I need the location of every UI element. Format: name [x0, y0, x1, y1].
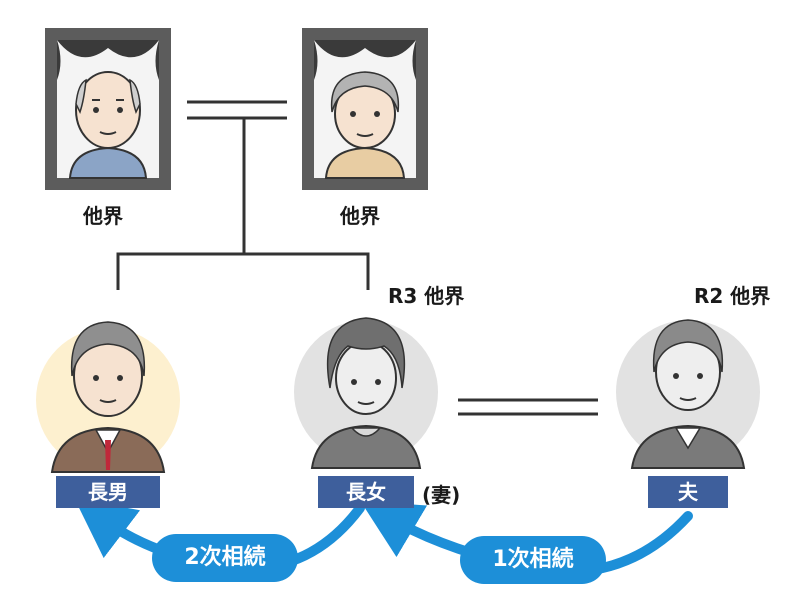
- wife-note: (妻): [422, 483, 461, 507]
- eldest-daughter-death-label: R3 他界: [388, 284, 465, 308]
- grandmother-portrait: [302, 28, 428, 190]
- descent-lines: [116, 118, 370, 290]
- husband-figure: [616, 319, 760, 469]
- couple-marriage-line: [458, 398, 598, 416]
- first-inheritance-label: 1次相続: [460, 536, 606, 584]
- grandfather-status-label: 他界: [83, 204, 123, 228]
- grandfather-portrait: [45, 28, 171, 190]
- eldest-son-figure: [36, 321, 180, 473]
- grandmother-status-label: 他界: [340, 204, 380, 228]
- husband-death-label: R2 他界: [694, 284, 771, 308]
- husband-tag: 夫: [648, 476, 728, 508]
- grandparents-marriage-line: [187, 100, 287, 120]
- second-inheritance-label: 2次相続: [152, 534, 298, 582]
- eldest-daughter-figure: [294, 317, 438, 469]
- eldest-son-tag: 長男: [56, 476, 160, 508]
- eldest-daughter-tag: 長女: [318, 476, 414, 508]
